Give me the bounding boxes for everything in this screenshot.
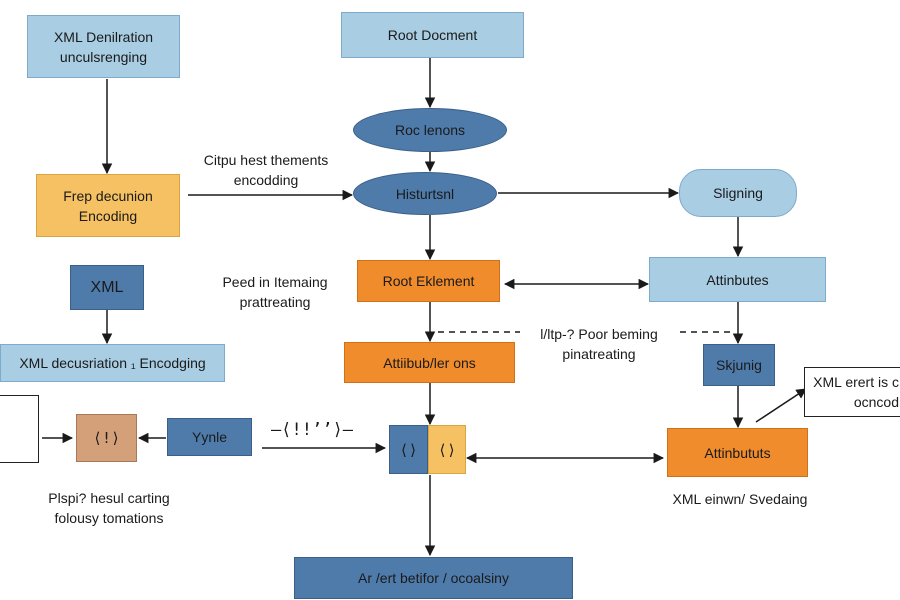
plspi-line1: Plspi? hesul carting (48, 490, 170, 506)
attinbututs-box: Attinbututs (667, 428, 808, 477)
peed-line1: Peed in Itemaing (222, 274, 328, 290)
xml-declaration-line2: unculsrenging (59, 48, 148, 65)
lhtp-line2: pinatreating (562, 346, 636, 362)
peed-label: Peed in Itemaing prattreating (205, 272, 345, 312)
xml-declaration-line1: XML Denilration (53, 28, 154, 45)
xml-erert-note: XML erert is c ocncod (804, 367, 900, 417)
attiibub-lenons-box: Attiibub/ler ons (344, 342, 515, 383)
xml-einwn-label: XML einwn/ Svedaing (672, 491, 808, 507)
root-document-box: Root Docment (341, 12, 524, 58)
citpu-line1: Citpu hest thements (203, 152, 329, 168)
prep-decunion-box: Frep decunion Encoding (36, 174, 180, 237)
xml-decusriation-box: XML decusriation ₁ Encodging (0, 344, 225, 382)
arrow-attinbututs-to-note (755, 388, 807, 423)
citpu-line2: encodding (233, 172, 299, 188)
attinbutes-top-box: Attinbutes (649, 257, 826, 302)
empty-white-box (0, 395, 39, 463)
bottom-bar: Ar /ert betifor / ocoalsiny (294, 557, 573, 599)
tag-left-box: ⟨⟩ (389, 425, 428, 474)
tag-right-box: ⟨⟩ (428, 425, 466, 474)
xml-box: XML (70, 265, 144, 310)
xml-declaration-box: XML Denilration unculsrenging (27, 15, 180, 78)
lhtp-line1: l/ltp-? Poor beming (540, 326, 658, 342)
middle-code-label: –⟨!!’’⟩– (271, 420, 353, 440)
prep-decunion-line1: Frep decunion (63, 187, 153, 204)
lhtp-label: l/ltp-? Poor beming pinatreating (520, 324, 678, 364)
bang-box: ⟨!⟩ (76, 414, 137, 462)
plspi-line2: folousy tomations (54, 510, 164, 526)
histurtsnl-ellipse: Histurtsnl (353, 172, 497, 215)
citpu-label: Citpu hest thements encodding (186, 150, 346, 190)
root-lenons-ellipse: Roc lenons (353, 108, 507, 152)
root-element-box: Root Eklement (357, 260, 500, 302)
plspi-label: Plspi? hesul carting folousy tomations (24, 488, 194, 528)
sligning-pill: Sligning (679, 169, 797, 217)
xml-erert-line2: ocncod (853, 394, 899, 410)
skjunig-box: Skjunig (703, 344, 775, 386)
yynle-box: Yynle (167, 418, 252, 456)
peed-line2: prattreating (239, 294, 311, 310)
prep-decunion-line2: Encoding (78, 207, 138, 224)
xml-erert-line1: XML erert is c (813, 374, 899, 390)
